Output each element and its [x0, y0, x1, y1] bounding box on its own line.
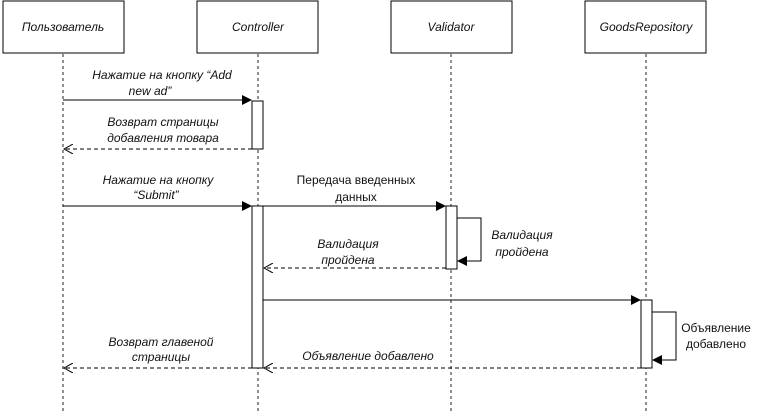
message-arrow-validator-self — [457, 217, 482, 266]
participant-goods-repository: GoodsRepository — [584, 0, 707, 54]
participant-goods-repository-label: GoodsRepository — [600, 20, 694, 34]
participant-user-label: Пользователь — [22, 20, 104, 34]
message-arrow-goods-self — [652, 311, 677, 365]
participant-validator-label: Validator — [428, 20, 476, 34]
activation-goods-repository — [640, 299, 653, 369]
message-label-submit-line2: “Submit” — [133, 188, 179, 202]
participant-controller: Controller — [196, 0, 319, 54]
activation-controller-2 — [251, 205, 264, 369]
message-label-goods-self-line1: Объявление — [681, 321, 751, 335]
participant-validator: Validator — [390, 0, 513, 54]
message-label-pass-data-line2: данных — [335, 190, 377, 204]
message-label-add-new-ad-line1: Нажатие на кнопку “Add — [92, 68, 232, 82]
message-label-validator-self-line1: Валидация — [491, 228, 553, 242]
message-label-return-add-page-line1: Возврат страницы — [107, 115, 218, 129]
message-label-return-main-page-line2: страницы — [132, 350, 190, 364]
message-label-validation-passed-line1: Валидация — [317, 237, 379, 251]
message-label-submit-line1: Нажатие на кнопку — [103, 173, 215, 187]
message-label-add-new-ad-line2: new ad” — [129, 84, 173, 98]
message-label-validator-self-line2: пройдена — [495, 245, 549, 259]
message-label-ad-added: Объявление добавлено — [302, 349, 434, 363]
participant-controller-label: Controller — [232, 20, 285, 34]
message-label-return-main-page-line1: Возврат главеной — [109, 335, 214, 349]
message-label-pass-data-line1: Передача введенных — [297, 173, 416, 187]
activation-controller-1 — [251, 100, 264, 150]
message-label-goods-self-line2: добавлено — [686, 337, 746, 351]
message-label-return-add-page-line2: добавления товара — [107, 131, 219, 145]
activation-validator — [445, 205, 458, 270]
message-label-validation-passed-line2: пройдена — [321, 253, 375, 267]
participant-user: Пользователь — [2, 0, 125, 54]
